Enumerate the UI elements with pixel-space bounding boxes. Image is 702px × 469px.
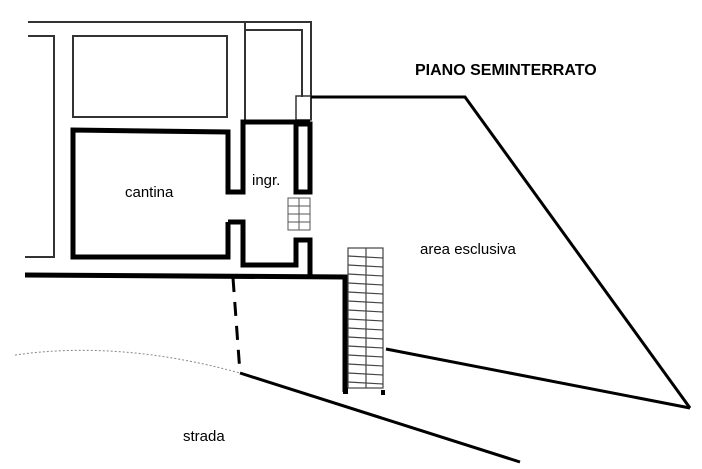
- road-edge: [14, 349, 241, 374]
- stair-step: [347, 255, 384, 259]
- outdoor-stair-icon: [347, 247, 384, 389]
- area-label: area esclusiva: [420, 241, 516, 258]
- stair-step: [347, 345, 384, 349]
- stair-step: [347, 372, 384, 376]
- stair-step: [347, 291, 384, 295]
- stair-step: [347, 336, 384, 340]
- stair-step: [347, 309, 384, 313]
- stair-post-right: [381, 390, 385, 395]
- small-stair-icon: [287, 197, 311, 231]
- inner-wall-top: [245, 29, 303, 97]
- room-label-cantina: cantina: [125, 184, 174, 201]
- room-label-ingresso: ingr.: [252, 172, 281, 189]
- outer-top-wall: [28, 21, 312, 120]
- base-wall: [24, 272, 348, 392]
- stair-step: [347, 300, 384, 304]
- stair-step: [347, 318, 384, 322]
- plan-title: PIANO SEMINTERRATO: [415, 62, 597, 79]
- street-label: strada: [183, 428, 225, 445]
- dashed-boundary: [231, 277, 242, 374]
- cantina-wall: [70, 119, 310, 260]
- small-column: [295, 95, 312, 121]
- ingr-right-wall: [293, 121, 313, 195]
- stair-step: [347, 354, 384, 358]
- ingr-bottom-wall: [228, 219, 313, 278]
- stair-step: [347, 327, 384, 331]
- area-boundaries: [239, 95, 692, 464]
- stair-step: [347, 264, 384, 268]
- stair-step: [347, 381, 384, 385]
- top-room: [72, 35, 228, 118]
- stair-post-left: [343, 388, 348, 394]
- lower-boundary: [385, 347, 691, 410]
- left-room-wall: [25, 35, 55, 258]
- road-line: [239, 371, 521, 464]
- stair-step: [347, 363, 384, 367]
- upper-boundary: [311, 95, 692, 409]
- thin-walls: [25, 21, 312, 258]
- stair-step: [347, 273, 384, 277]
- stair-step: [347, 282, 384, 286]
- thick-walls: [24, 119, 348, 392]
